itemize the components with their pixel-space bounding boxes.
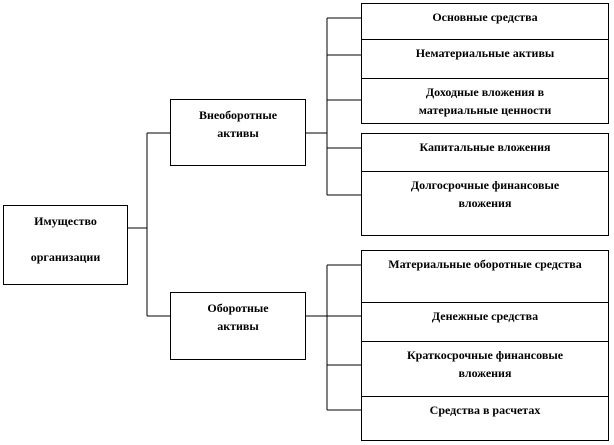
current-label-line2: активы [217,319,259,333]
noncurrent-label-line2: активы [217,126,259,140]
root-node: Имущество организации [3,205,128,285]
current-assets-node: Оборотные активы [170,292,306,360]
root-label-line1: Имущество [34,214,97,228]
root-label-line2: организации [30,250,101,264]
noncurrent-item: Капитальные вложения [361,133,609,172]
current-item: Денежные средства [361,302,609,342]
noncurrent-item: Основные средства [361,3,609,40]
noncurrent-label-line1: Внеоборотные [198,108,278,122]
current-item: Краткосрочные финансовые вложения [361,341,609,397]
noncurrent-item: Долгосрочные финансовые вложения [361,171,609,236]
noncurrent-item: Нематериальные активы [361,39,609,79]
current-item: Материальные оборотные средства [361,250,609,303]
current-item: Средства в расчетах [361,396,609,441]
noncurrent-assets-node: Внеоборотные активы [170,99,306,166]
current-label-line1: Оборотные [207,301,269,315]
noncurrent-item: Доходные вложения в материальные ценност… [361,78,609,124]
